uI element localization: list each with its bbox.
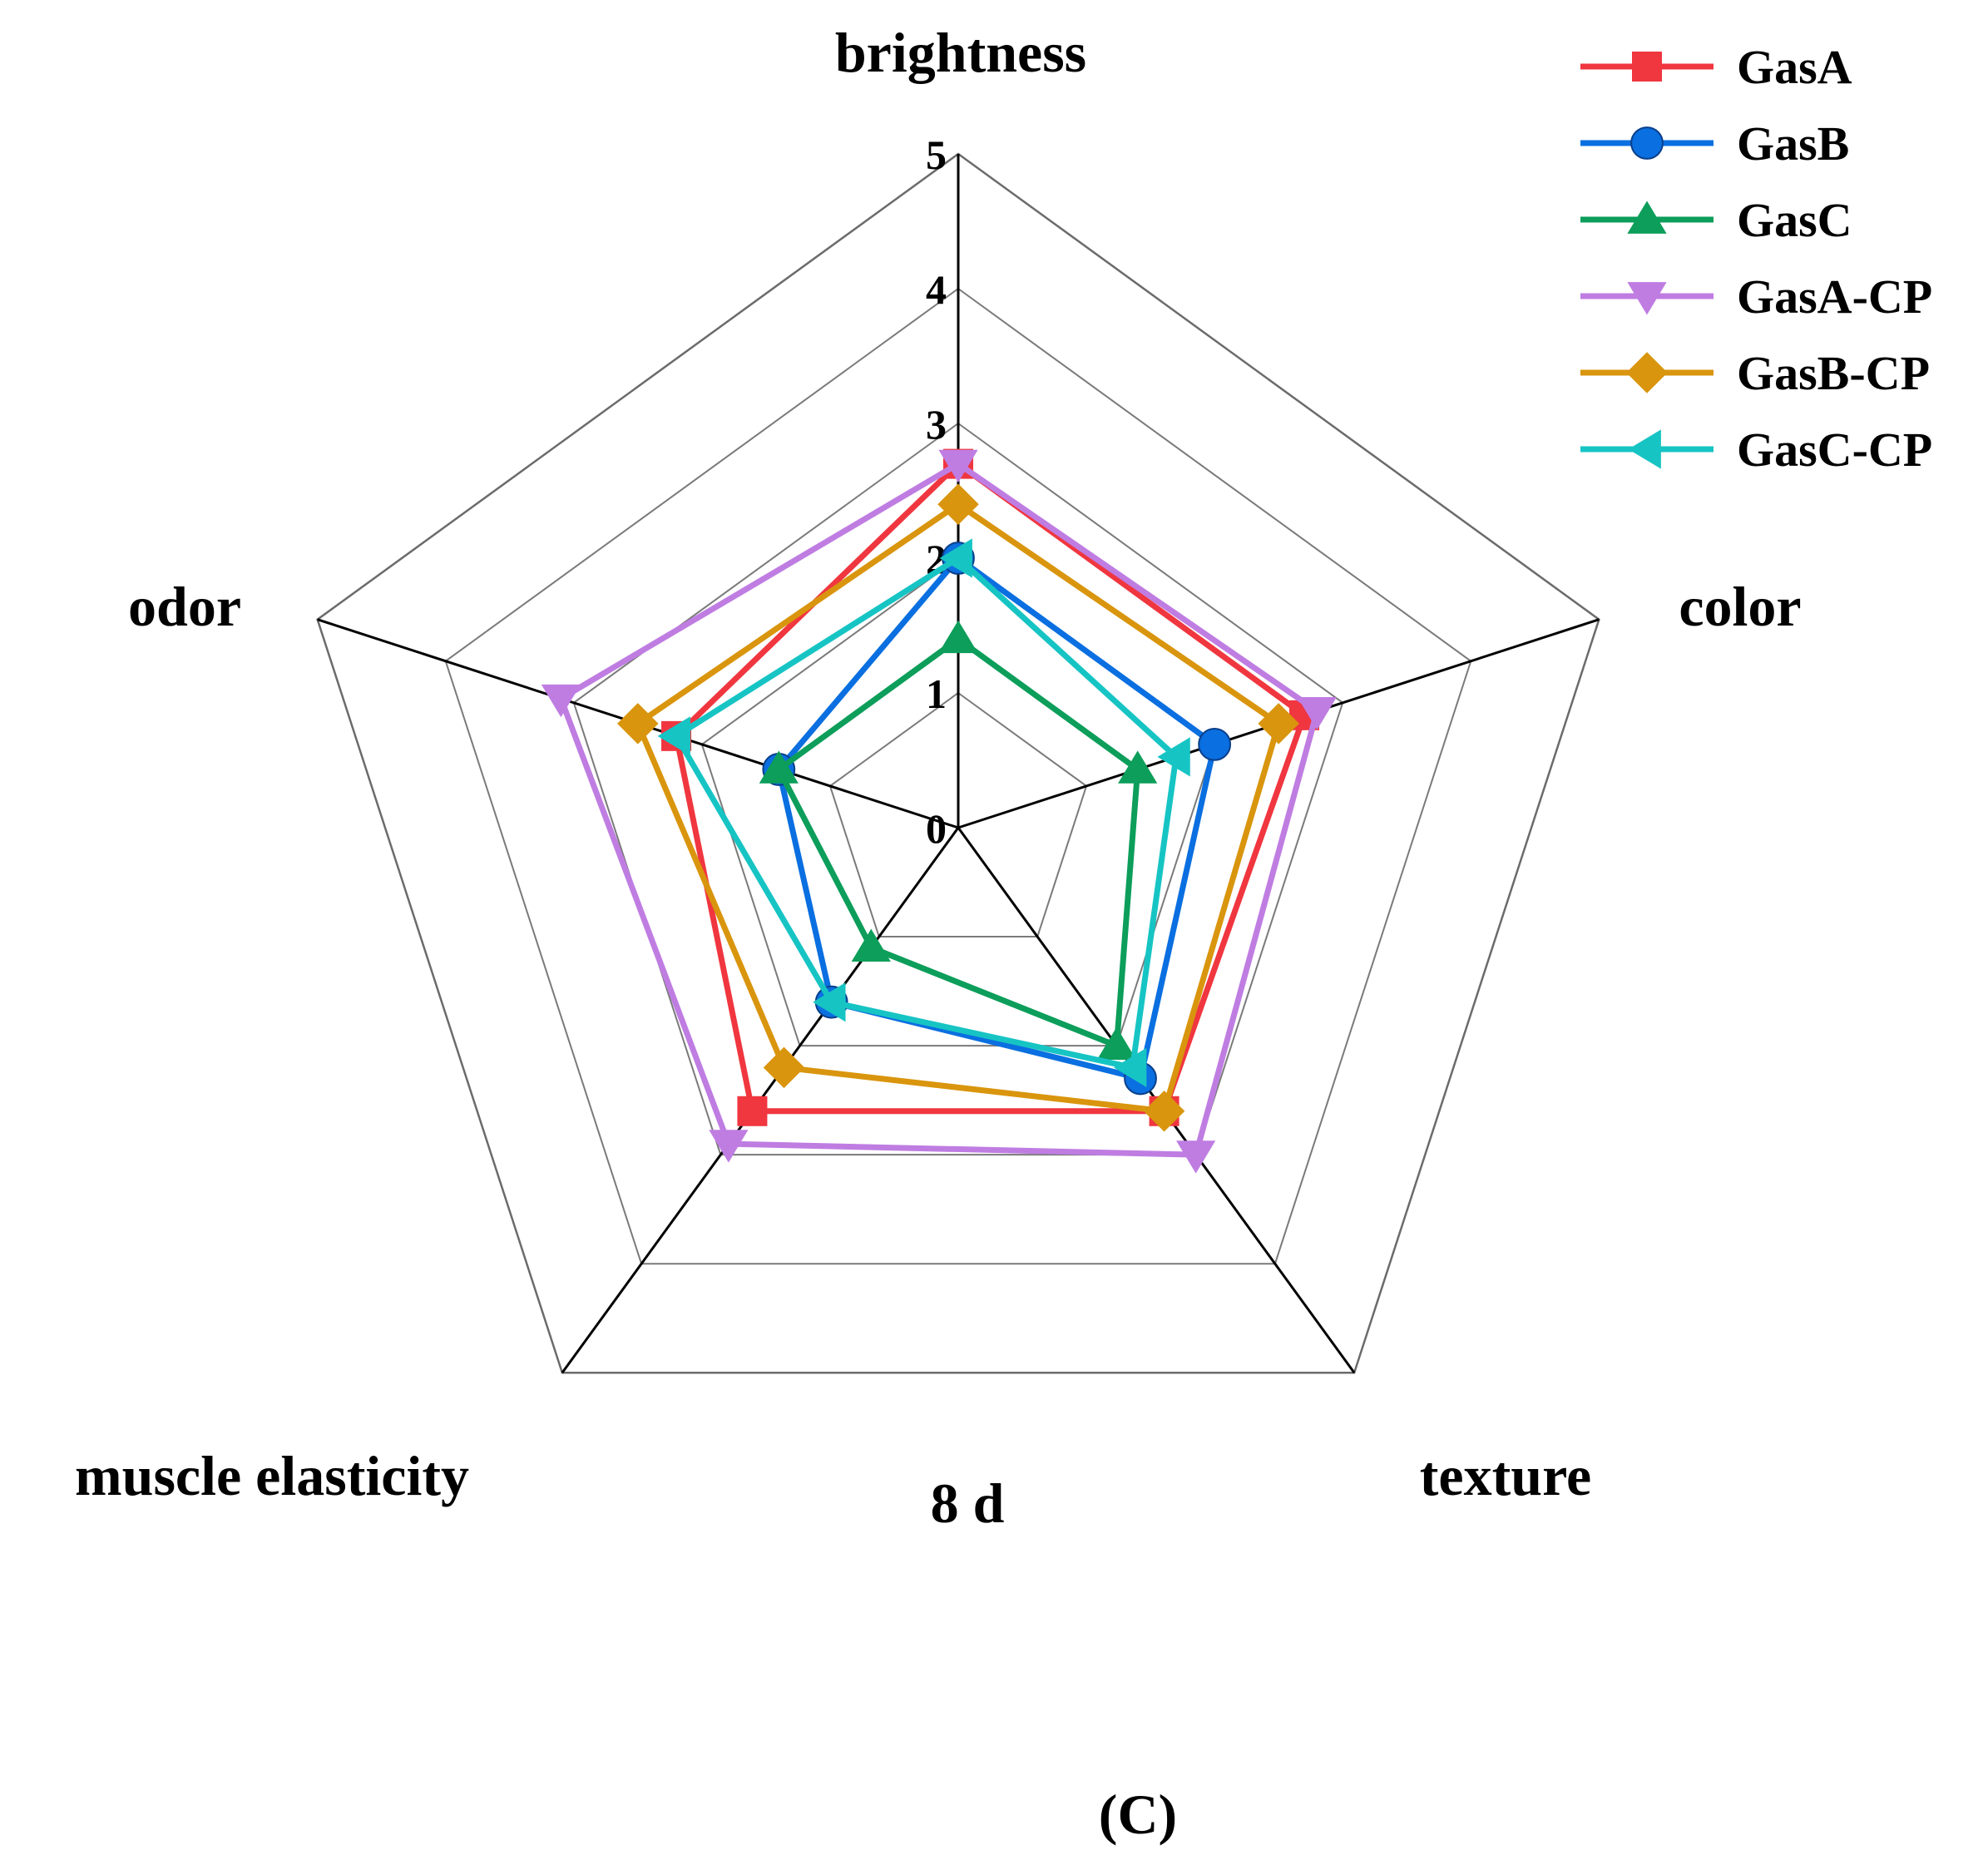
data-point-gasb-color: [1198, 727, 1232, 761]
data-point-gasa-cp-texture: [1176, 1140, 1216, 1174]
data-point-gasb-cp-color: [1258, 703, 1299, 744]
series-line-gasc-cp: [673, 555, 1179, 1071]
data-point-gasa-cp-color: [1297, 696, 1338, 730]
legend-marker-gasb-cp: [1626, 352, 1668, 393]
axis-label-odor: odor: [128, 575, 241, 638]
axis-label-color: color: [1679, 575, 1801, 638]
radar-axes: [317, 154, 1600, 1374]
data-point-gasc-cp-brightness: [939, 538, 972, 578]
series-line-gasb: [775, 555, 1218, 1081]
data-point-gasa-cp-muscle-elasticity: [709, 1130, 749, 1163]
legend-label: GasC-CP: [1737, 423, 1932, 477]
data-point-gasc-cp-color: [1157, 737, 1190, 777]
axis-label-brightness: brightness: [835, 21, 1086, 84]
series-gasa-cp: [541, 449, 1338, 1174]
legend-marker-gasc-cp: [1628, 429, 1661, 469]
data-point-gasc-cp-texture: [1113, 1047, 1147, 1087]
data-point-gasb-cp-brightness: [937, 483, 979, 525]
data-point-gasa-cp-odor: [541, 684, 581, 718]
legend-item-gasa: GasA: [1580, 40, 1852, 94]
data-point-gasc-cp-odor: [657, 716, 690, 756]
axis-label-muscle-elasticity: muscle elasticity: [75, 1444, 469, 1507]
legend-marker-gasb: [1630, 126, 1664, 160]
data-point-gasc-cp-muscle-elasticity: [813, 982, 846, 1022]
legend-marker-gasa-cp: [1627, 282, 1667, 315]
legend-label: GasA: [1737, 40, 1852, 94]
legend-marker-gasa: [1632, 52, 1662, 82]
tick-label-4: 4: [926, 266, 947, 313]
data-point-gasa-muscle-elasticity: [737, 1096, 768, 1126]
legend-label: GasA-CP: [1737, 270, 1932, 324]
series-line-gasb-cp: [635, 501, 1282, 1115]
legend-label: GasB: [1737, 116, 1849, 171]
data-point-gasc-color: [1118, 750, 1158, 784]
data-point-gasc-texture: [1096, 1026, 1137, 1060]
data-point-gasc-odor: [759, 750, 799, 784]
day-label: 8 d: [931, 1472, 1005, 1535]
legend-item-gasc: GasC: [1580, 193, 1852, 247]
series-gasc-cp: [657, 538, 1190, 1087]
tick-label-1: 1: [926, 670, 947, 717]
series-gasb-cp: [617, 483, 1299, 1132]
radar-axis-labels: brightness color texture muscle elasticity o…: [75, 21, 1802, 1507]
data-point-gasb-cp-texture: [1143, 1091, 1185, 1132]
legend-item-gasa-cp: GasA-CP: [1580, 270, 1932, 324]
radar-series: [541, 448, 1338, 1174]
legend-label: GasC: [1737, 193, 1852, 247]
series-line-gasc: [775, 636, 1141, 1049]
series-gasa: [661, 448, 1319, 1126]
data-point-gasb-cp-muscle-elasticity: [763, 1046, 805, 1089]
data-point-gasc-muscle-elasticity: [851, 928, 891, 962]
series-line-gasa: [673, 461, 1308, 1115]
legend-item-gasb-cp: GasB-CP: [1580, 346, 1930, 400]
chart-legend: GasA GasB GasC GasA-CP GasB-CP GasC-CP: [1580, 40, 1932, 477]
grid-ring-5: [316, 152, 1600, 1374]
grid-ring-4: [444, 287, 1472, 1265]
series-gasc: [759, 620, 1158, 1060]
tick-label-5: 5: [926, 131, 947, 178]
legend-item-gasc-cp: GasC-CP: [1580, 423, 1932, 477]
legend-item-gasb: GasB: [1580, 116, 1849, 171]
figure-caption: (C): [1099, 1783, 1177, 1846]
series-line-gasa-cp: [557, 461, 1320, 1158]
grid-ring-1: [828, 691, 1088, 938]
legend-marker-gasc: [1627, 200, 1667, 234]
data-point-gasa-cp-brightness: [938, 449, 978, 483]
data-point-gasc-brightness: [938, 620, 978, 654]
tick-label-3: 3: [926, 401, 947, 448]
tick-label-0: 0: [926, 805, 947, 852]
axis-label-texture: texture: [1420, 1444, 1591, 1507]
data-point-gasb-cp-odor: [617, 703, 659, 744]
legend-label: GasB-CP: [1737, 346, 1930, 400]
